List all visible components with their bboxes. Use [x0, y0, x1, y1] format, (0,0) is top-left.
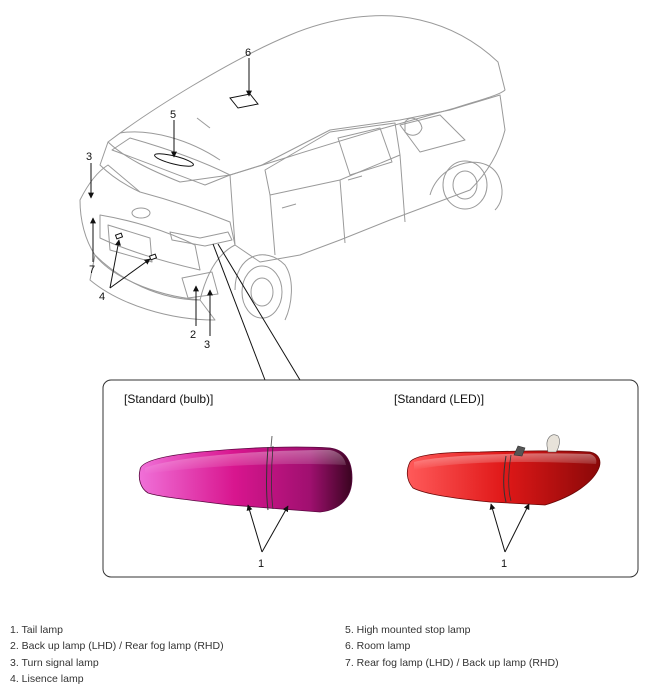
- car-illustration: [79, 15, 506, 321]
- legend-left-column: 1. Tail lamp 2. Back up lamp (LHD) / Rea…: [10, 622, 224, 687]
- license-lamp-marker-left: [114, 232, 124, 240]
- callout-4: 4: [99, 291, 105, 303]
- legend-item-4: 4. Lisence lamp: [10, 672, 84, 685]
- tail-lamp-bulb: [138, 435, 353, 513]
- inset-leader-lines: [246, 503, 530, 553]
- inset-title-led: [Standard (LED)]: [394, 392, 484, 406]
- legend-item-7: 7. Rear fog lamp (LHD) / Back up lamp (R…: [345, 656, 559, 669]
- legend-item-5: 5. High mounted stop lamp: [345, 624, 471, 636]
- callout-1-led: 1: [501, 558, 507, 570]
- lamp-location-diagram: 6 5 3 7 4 2 3 [Standard (bulb)] [Standar…: [79, 15, 639, 578]
- legend-item-3: 3. Turn signal lamp: [10, 656, 99, 669]
- room-lamp-marker: [229, 93, 259, 109]
- callout-2: 2: [190, 329, 196, 341]
- license-lamp-marker-right: [148, 253, 158, 261]
- callout-1-bulb: 1: [258, 558, 264, 570]
- legend-item-1: 1. Tail lamp: [10, 624, 63, 636]
- legend-item-2: 2. Back up lamp (LHD) / Rear fog lamp (R…: [10, 640, 224, 653]
- callout-3-bottom: 3: [204, 339, 210, 351]
- tail-lamp-led: [406, 434, 601, 506]
- legend-right-column: 5. High mounted stop lamp 6. Room lamp 7…: [345, 622, 559, 671]
- inset-title-bulb: [Standard (bulb)]: [124, 392, 213, 406]
- zoom-pointer: [212, 243, 301, 381]
- callout-5: 5: [170, 109, 176, 121]
- car-leader-lines: [88, 58, 252, 336]
- callout-3-top: 3: [86, 151, 92, 163]
- detail-inset-box: [102, 379, 639, 578]
- callout-6: 6: [245, 47, 251, 59]
- legend-item-6: 6. Room lamp: [345, 640, 411, 653]
- callout-7: 7: [89, 264, 95, 276]
